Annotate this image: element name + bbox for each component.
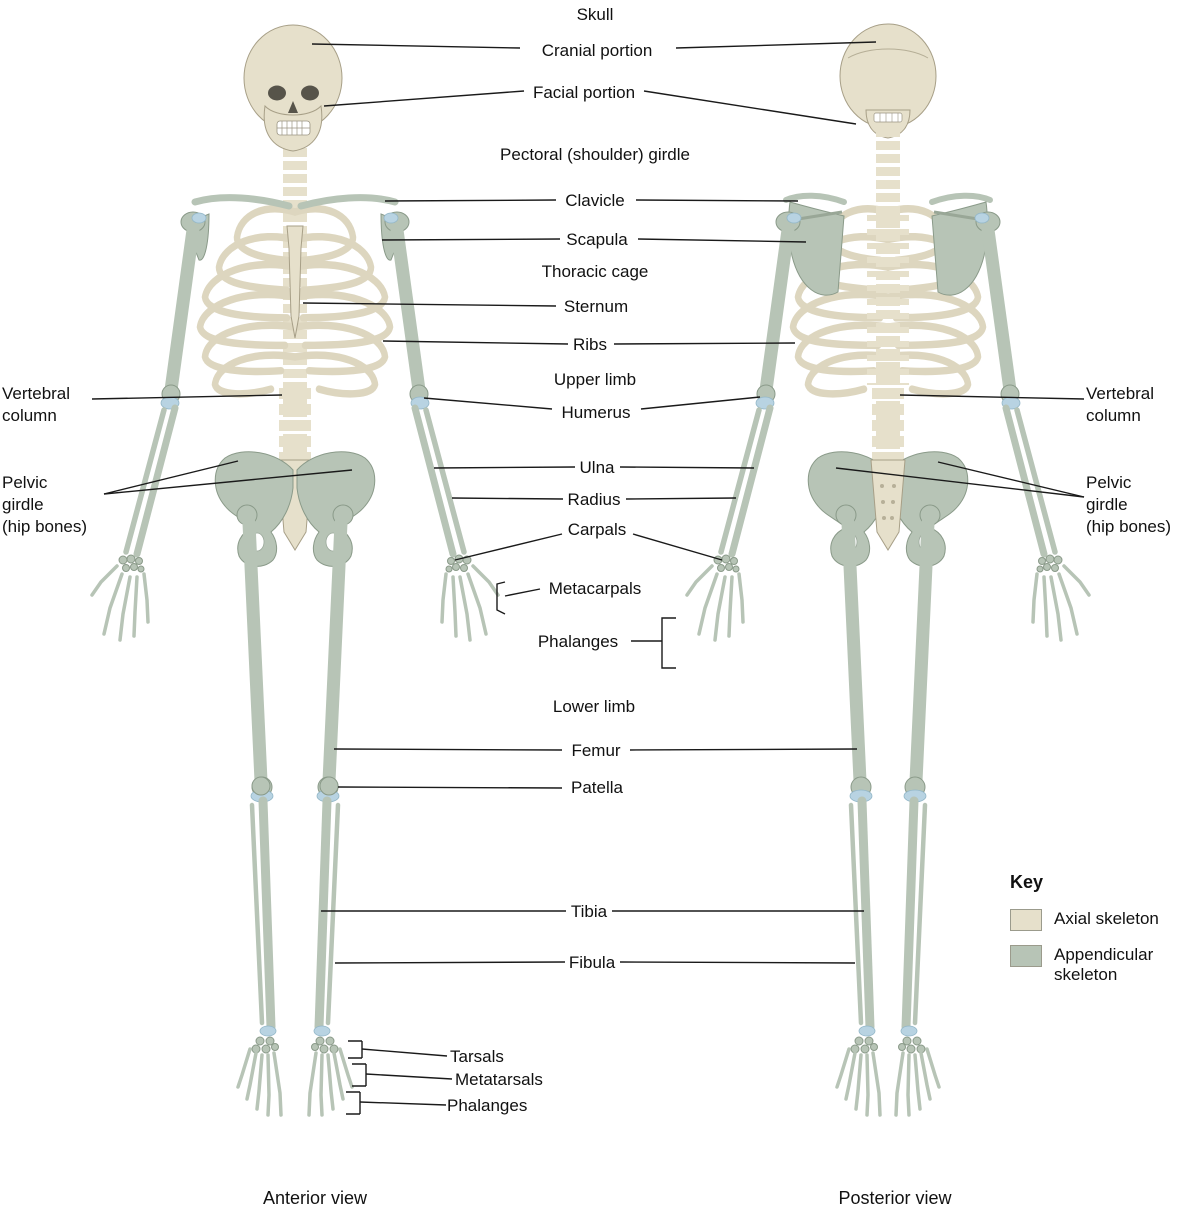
- label-facial-portion: Facial portion: [532, 83, 636, 102]
- label-phalanges-foot: Phalanges: [447, 1096, 528, 1115]
- left-arm-posterior: [687, 212, 801, 640]
- axial-label: Axial skeleton: [1054, 909, 1159, 928]
- label-thoracic-cage: Thoracic cage: [541, 262, 649, 281]
- anterior-view-caption: Anterior view: [262, 1188, 368, 1208]
- right-leg-posterior: [896, 505, 940, 1115]
- label-pelvic-girdle-right: Pelvic girdle (hip bones): [1086, 473, 1172, 536]
- label-clavicle: Clavicle: [565, 191, 625, 210]
- sternum-bone: [286, 225, 304, 339]
- label-skull-heading: Skull: [576, 5, 614, 24]
- patella-left: [251, 776, 271, 796]
- label-tarsals: Tarsals: [450, 1047, 504, 1066]
- right-arm-anterior: [384, 212, 498, 640]
- skull-posterior: [839, 23, 937, 139]
- posterior-view-caption: Posterior view: [838, 1188, 952, 1208]
- sacral-foramina: [880, 484, 896, 520]
- legend: Key Axial skeleton Appendicular skeleton: [1010, 872, 1190, 1000]
- label-metatarsals: Metatarsals: [455, 1070, 543, 1089]
- legend-item-axial: Axial skeleton: [1010, 909, 1190, 931]
- label-metacarpals: Metacarpals: [548, 579, 642, 598]
- label-lower-limb: Lower limb: [552, 697, 636, 716]
- patella-right: [319, 776, 339, 796]
- label-humerus: Humerus: [561, 403, 631, 422]
- label-pelvic-girdle-left: Pelvic girdle (hip bones): [2, 473, 88, 536]
- label-ulna: Ulna: [579, 458, 615, 477]
- axial-color-swatch: [1010, 909, 1042, 931]
- right-arm-posterior: [975, 212, 1089, 640]
- label-fibula: Fibula: [568, 953, 616, 972]
- left-arm-anterior: [92, 212, 206, 640]
- left-leg-posterior: [836, 505, 880, 1115]
- thoracic-cage-anterior: [200, 209, 390, 394]
- label-vertebral-column-left: Vertebral column: [2, 384, 71, 425]
- label-sternum: Sternum: [563, 297, 629, 316]
- skull-anterior: [243, 24, 343, 152]
- label-cranial-portion: Cranial portion: [541, 41, 653, 60]
- nasal-opening: [288, 101, 298, 113]
- label-scapula: Scapula: [566, 230, 628, 249]
- label-femur: Femur: [571, 741, 621, 760]
- eye-socket-right: [301, 85, 319, 101]
- anterior-skeleton: [92, 24, 498, 1115]
- leader-lines: [91, 41, 1085, 1115]
- left-leg-anterior: [237, 505, 281, 1115]
- label-vertebral-column-right: Vertebral column: [1086, 384, 1155, 425]
- right-leg-anterior: [309, 505, 353, 1115]
- label-pectoral-girdle: Pectoral (shoulder) girdle: [500, 145, 690, 164]
- appendicular-color-swatch: [1010, 945, 1042, 967]
- appendicular-label: Appendicular skeleton: [1054, 945, 1154, 985]
- label-radius: Radius: [567, 490, 621, 509]
- label-ribs: Ribs: [572, 335, 608, 354]
- posterior-skeleton: [687, 23, 1089, 1115]
- legend-item-appendicular: Appendicular skeleton: [1010, 945, 1190, 986]
- eye-socket-left: [268, 85, 286, 101]
- label-patella: Patella: [571, 778, 623, 797]
- label-tibia: Tibia: [570, 902, 608, 921]
- legend-title: Key: [1010, 872, 1044, 892]
- label-upper-limb: Upper limb: [553, 370, 637, 389]
- label-phalanges-hand: Phalanges: [537, 632, 619, 651]
- label-carpals: Carpals: [567, 520, 627, 539]
